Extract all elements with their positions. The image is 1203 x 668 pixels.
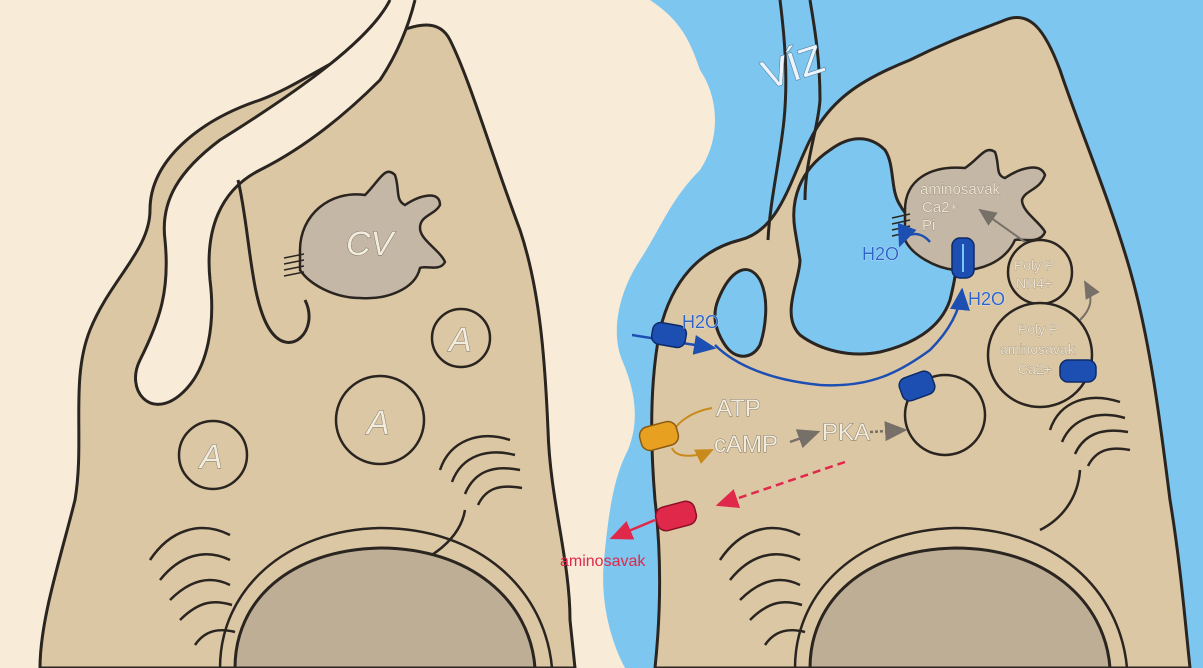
- cv-label: CV: [346, 225, 397, 263]
- blue-cylinder-icon: [1060, 360, 1096, 382]
- vesicle-label: A: [447, 321, 472, 359]
- vacuole-content-aminosavak: aminosavak: [920, 181, 1001, 198]
- polyp-upper-line1: Poly P: [1014, 257, 1054, 273]
- h2o-vacuole-label: H2O: [862, 244, 899, 264]
- camp-label: cAMP: [714, 431, 778, 458]
- polyp-lower-line2: aminosavak: [1000, 341, 1076, 357]
- pka-label: PKA: [822, 419, 870, 446]
- amino-export-label: aminosavak: [560, 553, 646, 570]
- atp-label: ATP: [716, 395, 761, 422]
- polyp-lower-line3: Ca2+: [1018, 361, 1052, 377]
- aquaporin-polyp: [1060, 360, 1096, 382]
- h2o-pore-label: H2O: [968, 289, 1005, 309]
- vesicle-label: A: [365, 404, 390, 442]
- aquaporin-vacuole: [952, 238, 974, 278]
- vacuole-content-pi: Pi: [922, 217, 935, 234]
- polyp-upper-line2: NH4+: [1016, 275, 1052, 291]
- polyp-lower-line1: Poly P: [1018, 321, 1058, 337]
- h2o-inflow-label: H2O: [682, 312, 719, 332]
- vacuole-content-ca: Ca2+: [922, 199, 959, 216]
- vesicle-label: A: [198, 438, 223, 476]
